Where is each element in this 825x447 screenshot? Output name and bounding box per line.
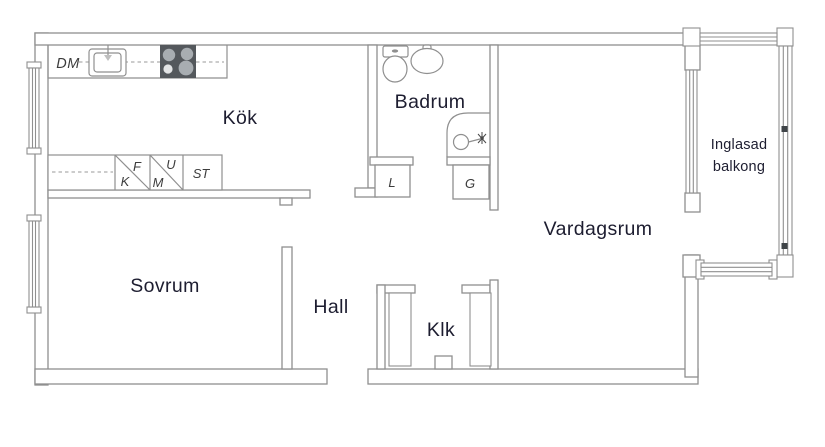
label-linen-cabinet: L: [388, 175, 395, 190]
room-label-balcony-line1: Inglasad: [711, 137, 767, 153]
bathroom-fixtures: [382, 44, 490, 157]
balcony-left-window-icon: [685, 69, 698, 194]
wall-kitchen-bedroom: [47, 189, 311, 199]
closet-door-left-icon: [388, 292, 412, 367]
kitchen-counter-top: [47, 45, 228, 79]
wall-bathroom-living: [489, 44, 499, 211]
wall-closet-right-top: [461, 284, 491, 294]
wall-closet-left: [376, 284, 386, 370]
walls: [34, 32, 701, 386]
wall-bottom-left: [34, 368, 328, 385]
wall-closet-center-stub: [434, 355, 453, 370]
toilet-icon: [382, 45, 409, 83]
room-label-living-room: Vardagsrum: [544, 218, 653, 240]
room-label-closet: Klk: [427, 319, 455, 341]
room-labels: Kök Badrum Vardagsrum Sovrum Hall Klk In…: [130, 91, 767, 341]
room-label-bedroom: Sovrum: [130, 275, 200, 297]
label-wardrobe: G: [465, 176, 475, 191]
balcony-right-window-icon: [778, 45, 793, 256]
closet-door-right-icon: [469, 292, 492, 367]
bedroom-window-icon: [26, 214, 42, 314]
oven-diagonal: [149, 154, 184, 191]
balcony-top-window-icon: [682, 27, 794, 47]
wall-bathroom-bottom-right: [446, 156, 491, 166]
counter-dashed-lines: [52, 61, 224, 173]
wall-bedroom-hall: [281, 246, 293, 370]
washbasin-icon: [410, 44, 444, 75]
room-label-bathroom: Badrum: [395, 91, 466, 113]
kitchen-counters: [47, 45, 228, 191]
shower-icon: [446, 112, 490, 157]
balcony-bottom-window-icon: [695, 254, 794, 280]
label-oven: U: [166, 157, 176, 172]
linen-cabinet-box: [374, 164, 411, 198]
wall-bathroom-bottom-left: [369, 156, 414, 166]
stove-icon: [160, 45, 196, 78]
room-label-kitchen: Kök: [223, 107, 258, 129]
kitchen-sink-icon: [88, 45, 127, 77]
wardrobe-box: [452, 164, 490, 200]
wall-kitchen-bedroom-jamb: [279, 197, 293, 206]
wall-balcony-mid-block: [684, 192, 701, 213]
wall-kitchen-bathroom-foot: [354, 187, 378, 198]
closet-door-panels: [388, 292, 492, 367]
wall-bottom-right: [367, 368, 699, 385]
room-label-hall: Hall: [313, 296, 348, 318]
label-microwave: M: [153, 175, 164, 190]
label-freezer: F: [133, 159, 142, 174]
kitchen-counter-lower: [47, 154, 223, 191]
appliance-labels: DM K F M U ST L G: [56, 56, 475, 191]
room-label-balcony-line2: balkong: [713, 159, 765, 175]
fridge-diagonal: [114, 154, 151, 191]
label-fridge: K: [121, 174, 131, 189]
wall-balcony-upper-block: [684, 42, 701, 71]
label-tall-cabinet: ST: [193, 166, 211, 181]
wall-top: [34, 32, 699, 46]
label-dishwasher: DM: [56, 56, 80, 72]
kitchen-window-icon: [26, 61, 42, 155]
windows: [26, 27, 794, 314]
